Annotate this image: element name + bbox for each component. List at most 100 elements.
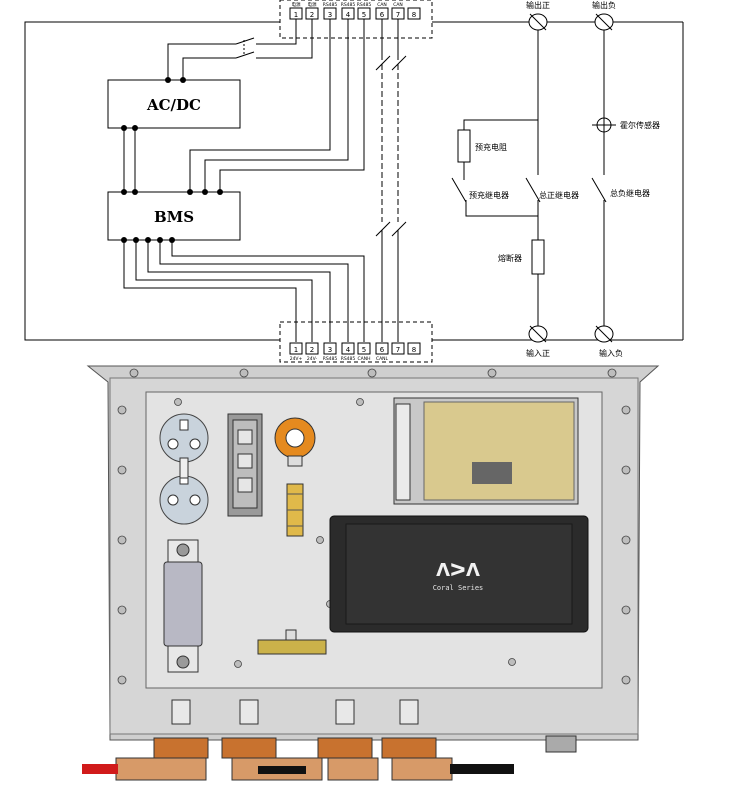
bms-to-bottom-pin5 bbox=[171, 240, 365, 342]
power-supply-grille bbox=[423, 401, 575, 501]
junction-dot bbox=[133, 237, 139, 243]
top-connector-pin-label: RS485 bbox=[341, 2, 356, 8]
screw bbox=[174, 398, 182, 406]
precharge-resistor-label: 预充电阻 bbox=[475, 142, 507, 152]
acdc-label: AC/DC bbox=[146, 96, 201, 114]
passthrough-switch-3 bbox=[375, 221, 391, 237]
top-connector-pin-box bbox=[357, 7, 371, 20]
junction-dots bbox=[121, 77, 223, 243]
schematic-frame bbox=[24, 21, 280, 341]
bms-to-bottom-pin3 bbox=[147, 240, 331, 342]
terminal-out-pos-slash bbox=[529, 13, 547, 31]
bottom-connector-pin-number: 6 bbox=[380, 346, 385, 354]
bms-to-bottom-pin2 bbox=[135, 240, 313, 342]
main-pos-relay-blade bbox=[525, 177, 541, 203]
relay-coil-terminal bbox=[179, 419, 189, 431]
cable-black bbox=[258, 766, 306, 774]
screw bbox=[129, 368, 139, 378]
junction-dot bbox=[145, 237, 151, 243]
terminal-in-pos-slash bbox=[529, 325, 547, 343]
bottom-connector-pin-box bbox=[341, 342, 355, 355]
junction-dot bbox=[202, 189, 208, 195]
relay-stud-a bbox=[167, 494, 179, 506]
terminal-in-neg-slash bbox=[595, 325, 613, 343]
top-connector-pin-label: CAN bbox=[393, 2, 403, 8]
junction-dot bbox=[217, 189, 223, 195]
signal-connector bbox=[545, 735, 577, 753]
screw bbox=[621, 605, 631, 615]
junction-dot bbox=[169, 237, 175, 243]
bottom-connector-pin-label: 24V+ bbox=[290, 356, 303, 362]
top-connector-pin-box bbox=[323, 7, 337, 20]
bottom-connector-pin-box bbox=[357, 342, 371, 355]
screw bbox=[117, 605, 127, 615]
junction-dot bbox=[157, 237, 163, 243]
screw bbox=[239, 368, 249, 378]
relay-stud-b bbox=[189, 438, 201, 450]
passthrough-switch-2 bbox=[391, 55, 407, 71]
relay-window bbox=[237, 477, 253, 493]
screw bbox=[117, 405, 127, 415]
ac-to-pin1 bbox=[256, 18, 297, 45]
top-connector-pin-box bbox=[375, 7, 389, 20]
bottom-connector-pin-number: 8 bbox=[412, 346, 416, 354]
screw bbox=[621, 535, 631, 545]
cable-black bbox=[450, 764, 514, 774]
bms-module-brand: ᐱᐳᐱ bbox=[436, 560, 480, 581]
top-connector-pin-number: 2 bbox=[310, 11, 314, 19]
bottom-connector-pin-box bbox=[375, 342, 389, 355]
cable-gland bbox=[317, 737, 373, 759]
bottom-connector-pin-box bbox=[407, 342, 421, 355]
fuse-body bbox=[531, 239, 545, 275]
cable-gland bbox=[221, 737, 277, 759]
hall-sensor-label: 霍尔传感器 bbox=[620, 120, 660, 130]
flange-screws bbox=[117, 368, 631, 685]
shunt-part bbox=[257, 639, 327, 655]
top-connector-pin-number: 4 bbox=[346, 11, 351, 19]
top-connector-pin-number: 6 bbox=[380, 11, 385, 19]
bottom-connector-pin-number: 4 bbox=[346, 346, 351, 354]
fuse-label: 熔断器 bbox=[498, 253, 522, 263]
screw bbox=[621, 465, 631, 475]
terminal-in-pos-label: 输入正 bbox=[526, 348, 550, 358]
screw bbox=[117, 465, 127, 475]
wiring-schematic bbox=[24, 0, 684, 363]
top-connector-pin-box bbox=[289, 7, 303, 20]
relay-bridge bbox=[179, 457, 189, 479]
relay-main-negative bbox=[159, 473, 209, 525]
junction-dot bbox=[121, 237, 127, 243]
screw bbox=[621, 405, 631, 415]
screw bbox=[316, 536, 324, 544]
screw bbox=[367, 368, 377, 378]
bms-to-top-pin5 bbox=[219, 18, 365, 192]
ac-switch-blade-1 bbox=[235, 37, 255, 45]
terminal-lug bbox=[171, 699, 191, 725]
cable-terminals bbox=[82, 699, 577, 781]
top-connector-pin-number: 5 bbox=[362, 11, 366, 19]
bottom-connector-pin-box bbox=[323, 342, 337, 355]
passthrough-switch-1 bbox=[375, 55, 391, 71]
bms-to-top-pin4 bbox=[204, 18, 349, 192]
bottom-connector-pin-box bbox=[391, 342, 405, 355]
bottom-connector-box bbox=[279, 321, 433, 363]
terminal-lug bbox=[399, 699, 419, 725]
cable-gland bbox=[381, 737, 437, 759]
terminal-out-neg-slash bbox=[595, 13, 613, 31]
terminal-out-neg-label: 输出负 bbox=[592, 0, 616, 10]
ac-switch-blade-2 bbox=[235, 51, 255, 59]
screw bbox=[508, 658, 516, 666]
bottom-connector-pin-number: 3 bbox=[328, 346, 332, 354]
hall-sensor-connector bbox=[287, 455, 303, 467]
bottom-connector-pin-label: CANH bbox=[358, 356, 371, 362]
fuse-bolt bbox=[176, 543, 190, 557]
cable-red bbox=[82, 764, 118, 774]
relay-stud-a bbox=[167, 438, 179, 450]
precharge-relay-blade bbox=[451, 177, 467, 203]
terminal-lug bbox=[239, 699, 259, 725]
top-connector-pin-number: 7 bbox=[396, 11, 400, 19]
top-connector-pin-number: 8 bbox=[412, 11, 416, 19]
power-supply-label bbox=[472, 462, 512, 484]
ac-input-wire-1 bbox=[167, 43, 236, 80]
cable-plug bbox=[115, 757, 207, 781]
junction-dot bbox=[121, 189, 127, 195]
